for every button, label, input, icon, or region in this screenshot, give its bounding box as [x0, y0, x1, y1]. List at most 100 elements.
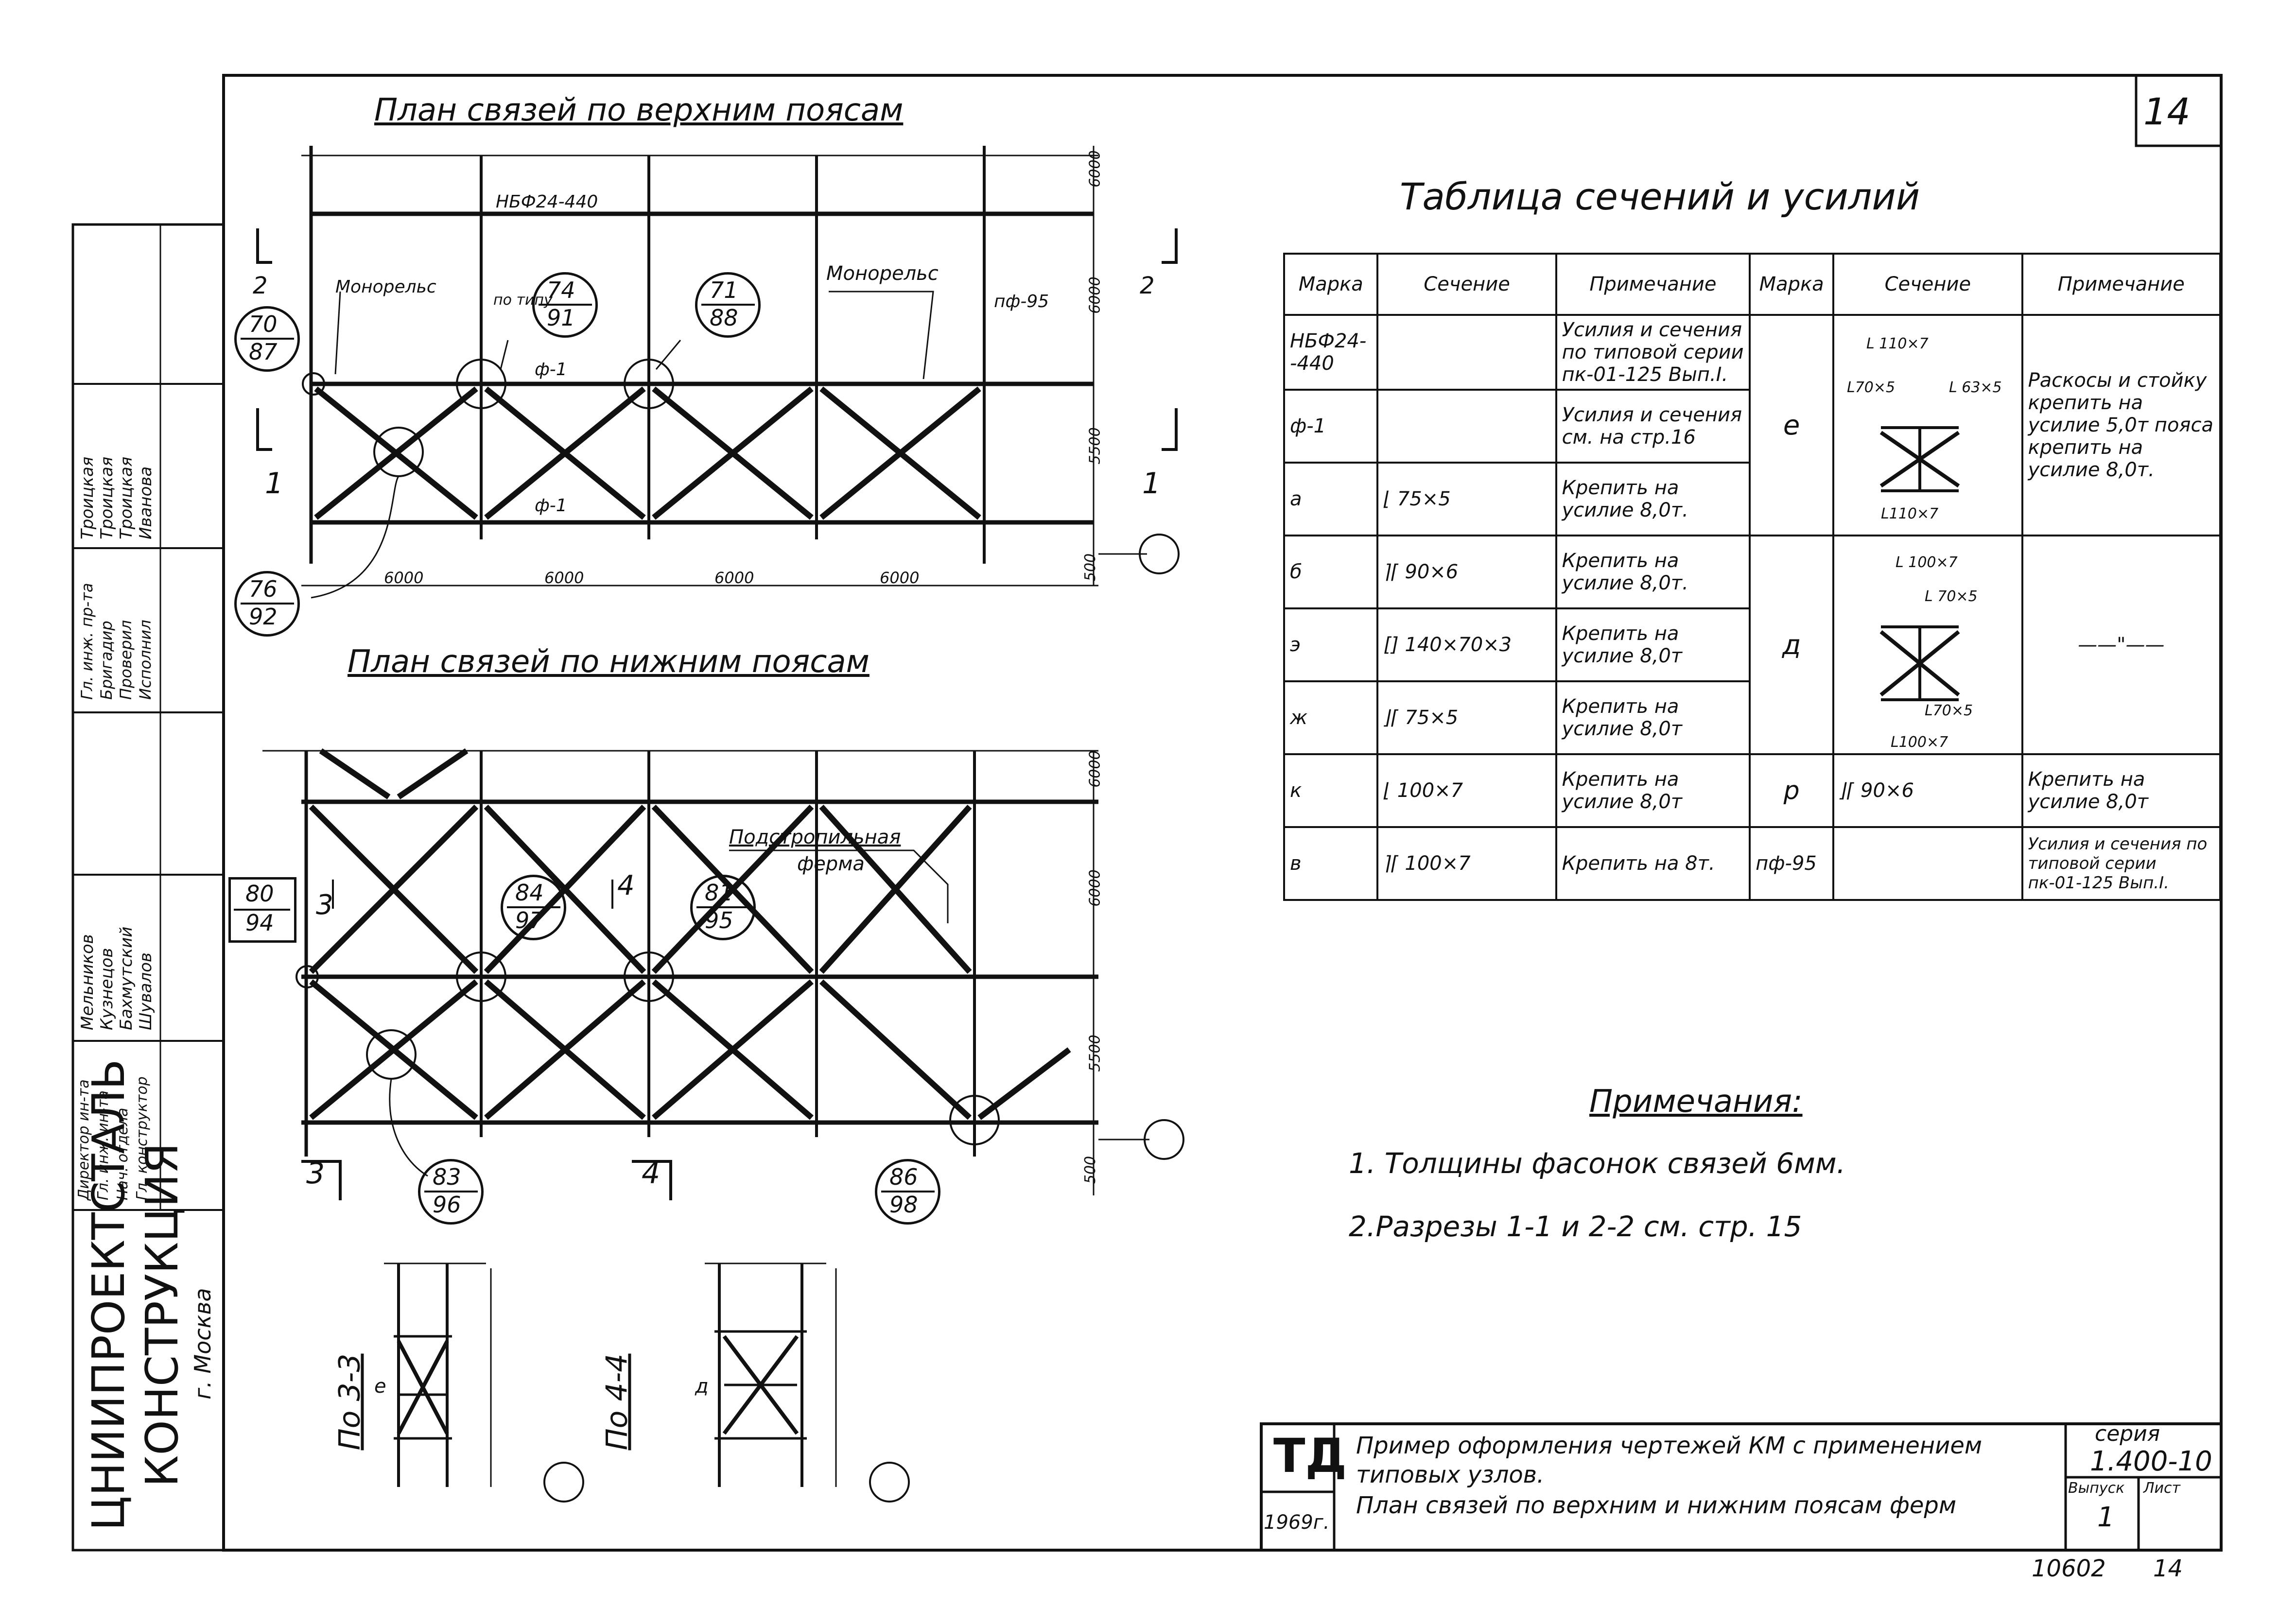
header-mark: Марка: [1283, 253, 1379, 316]
d-label-1: L 100×7: [1896, 554, 1958, 571]
node-ref-70-87: 70 87: [234, 306, 300, 372]
top-plan: [256, 146, 1180, 599]
header-section-2: Сечение: [1832, 253, 2023, 316]
bottom-dim-4: 500: [1082, 1156, 1099, 1184]
sections: [384, 1262, 910, 1503]
bottom-dim-3: 5500: [1086, 1035, 1104, 1072]
pf-label: пф-95: [994, 292, 1049, 311]
title-block: [1260, 1422, 2223, 1552]
name-2-3: Троицкая: [117, 456, 136, 539]
table-row: ж ⌋⌈ 75×5 Крепить на усилие 8,0т: [1283, 680, 2220, 755]
stamp-number: 10602: [2032, 1555, 2106, 1582]
name-4: Шувалов: [136, 952, 156, 1030]
monorail-right-label: Монорельс: [826, 262, 939, 285]
e-label-2: L70×5: [1847, 379, 1896, 396]
top-plan-title: План связей по верхним поясам: [374, 92, 904, 128]
year-label: 1969г.: [1264, 1511, 1330, 1534]
bottom-dim-1: 6000: [1086, 750, 1104, 788]
f1-top-label: ф-1: [535, 360, 567, 380]
d-label-4: L100×7: [1891, 734, 1948, 751]
cut-3-top: 3: [316, 889, 333, 921]
axis-1-right: 1: [1142, 467, 1161, 501]
role-dept-head: Нач. отдела: [114, 1107, 131, 1200]
node-ref-86-98: 86 98: [875, 1159, 940, 1225]
truss-label-2: ферма: [797, 853, 865, 875]
stamp-page: 14: [2153, 1555, 2183, 1582]
top-dim-4: 500: [1082, 553, 1099, 582]
section-3-3-title: По 3-3: [332, 1353, 367, 1451]
org-city: г. Москва: [190, 1288, 216, 1400]
description-1: Пример оформления чертежей КМ с применен…: [1356, 1432, 1983, 1488]
role-2-3: Проверил: [117, 620, 135, 700]
top-dim-1: 6000: [1086, 150, 1104, 188]
node-ref-76-92: 76 92: [234, 571, 300, 637]
table-row: к ⌊ 100×7 Крепить на усилие 8,0т р ⌋⌈ 90…: [1283, 753, 2222, 828]
cut-4-top: 4: [617, 870, 635, 901]
series-label: серия: [2095, 1421, 2160, 1446]
sheet-label: Лист: [2143, 1480, 2181, 1497]
span-2: 6000: [544, 569, 584, 587]
page-number: 14: [2143, 90, 2191, 133]
issue-value: 1: [2097, 1502, 2115, 1533]
table-row: э [] 140×70×3 Крепить на усилие 8,0т: [1283, 607, 2220, 682]
td-label: ТД: [1273, 1429, 1347, 1483]
d-sketch-cell: [1832, 535, 2023, 755]
cut-3-bottom: 3: [306, 1157, 325, 1191]
name-2: Кузнецов: [97, 948, 117, 1030]
axis-1-left: 1: [265, 467, 284, 501]
node-ref-80-94: 80 94: [228, 877, 296, 943]
role-chief-engineer: Гл. инж. ин-та: [95, 1090, 112, 1200]
role-director: Директор ин-та: [75, 1079, 92, 1200]
name-3: Бахмутский: [117, 926, 136, 1030]
table-row: б ⌉⌈ 90×6 Крепить на усилие 8,0т. д ——"—…: [1283, 535, 2222, 755]
table-row: в ⌉⌈ 100×7 Крепить на 8т. пф-95 Усилия и…: [1283, 826, 2222, 901]
node-ref-74-91: 74 91: [532, 272, 598, 338]
description-2: План связей по верхним и нижним поясам ф…: [1356, 1492, 1957, 1519]
f1-bottom-label: ф-1: [535, 496, 567, 516]
name-1: Мельников: [78, 934, 97, 1030]
bottom-dim-2: 6000: [1086, 869, 1104, 907]
span-1: 6000: [384, 569, 424, 587]
span-3: 6000: [714, 569, 754, 587]
e-label-4: L110×7: [1881, 505, 1939, 522]
header-note-2: Примечание: [2021, 253, 2222, 316]
name-2-2: Троицкая: [97, 456, 117, 539]
top-dim-3: 5500: [1086, 427, 1104, 465]
d-label-2: L 70×5: [1925, 588, 1978, 605]
table-title: Таблица сечений и усилий: [1400, 175, 1920, 218]
d-label-3: L70×5: [1925, 702, 1973, 719]
bottom-plan: [262, 748, 1184, 1200]
role-2-2: Бригадир: [97, 621, 116, 700]
truss-label-1: Подстропильная: [729, 826, 901, 848]
series-value: 1.400-10: [2090, 1446, 2212, 1477]
notes-heading: Примечания:: [1589, 1084, 1803, 1120]
monorail-left-label: Монорельс: [335, 277, 436, 297]
table-row: ф-1 Усилия и сечения см. на стр.16: [1283, 389, 2220, 464]
node-ref-83-96: 83 96: [418, 1159, 484, 1225]
note-1: 1. Толщины фасонок связей 6мм.: [1349, 1147, 1846, 1180]
e-label-1: L 110×7: [1866, 335, 1929, 352]
e-label-3: L 63×5: [1949, 379, 2002, 396]
top-dim-2: 6000: [1086, 276, 1104, 314]
node-ref-84-97: 84 97: [501, 875, 566, 940]
cut-4-bottom: 4: [642, 1157, 661, 1191]
issue-label: Выпуск: [2068, 1480, 2125, 1497]
e-sketch-cell: [1832, 314, 2023, 536]
table-header-row: Марка Сечение Примечание Марка Сечение П…: [1283, 253, 2222, 316]
name-2-4: Иванова: [136, 466, 156, 539]
table-row: а ⌊ 75×5 Крепить на усилие 8,0т.: [1283, 462, 2220, 536]
name-2-1: Троицкая: [78, 456, 97, 539]
page-number-box: [2135, 74, 2223, 147]
role-2-1: Гл. инж. пр-та: [78, 583, 96, 700]
span-4: 6000: [880, 569, 920, 587]
section-4-4-title: По 4-4: [600, 1353, 634, 1451]
node-ref-71-88: 71 88: [695, 272, 761, 338]
axis-2-left: 2: [253, 272, 268, 299]
section-4-4-letter: д: [695, 1375, 709, 1398]
node-ref-81-95: 81 95: [690, 875, 756, 940]
bottom-plan-title: План связей по нижним поясам: [348, 644, 870, 680]
table-row: НБФ24--440 Усилия и сечения по типовой с…: [1283, 314, 2222, 536]
note-2: 2.Разрезы 1-1 и 2-2 см. стр. 15: [1349, 1210, 1802, 1243]
left-strip: [71, 223, 225, 1552]
axis-2-right: 2: [1140, 272, 1155, 299]
